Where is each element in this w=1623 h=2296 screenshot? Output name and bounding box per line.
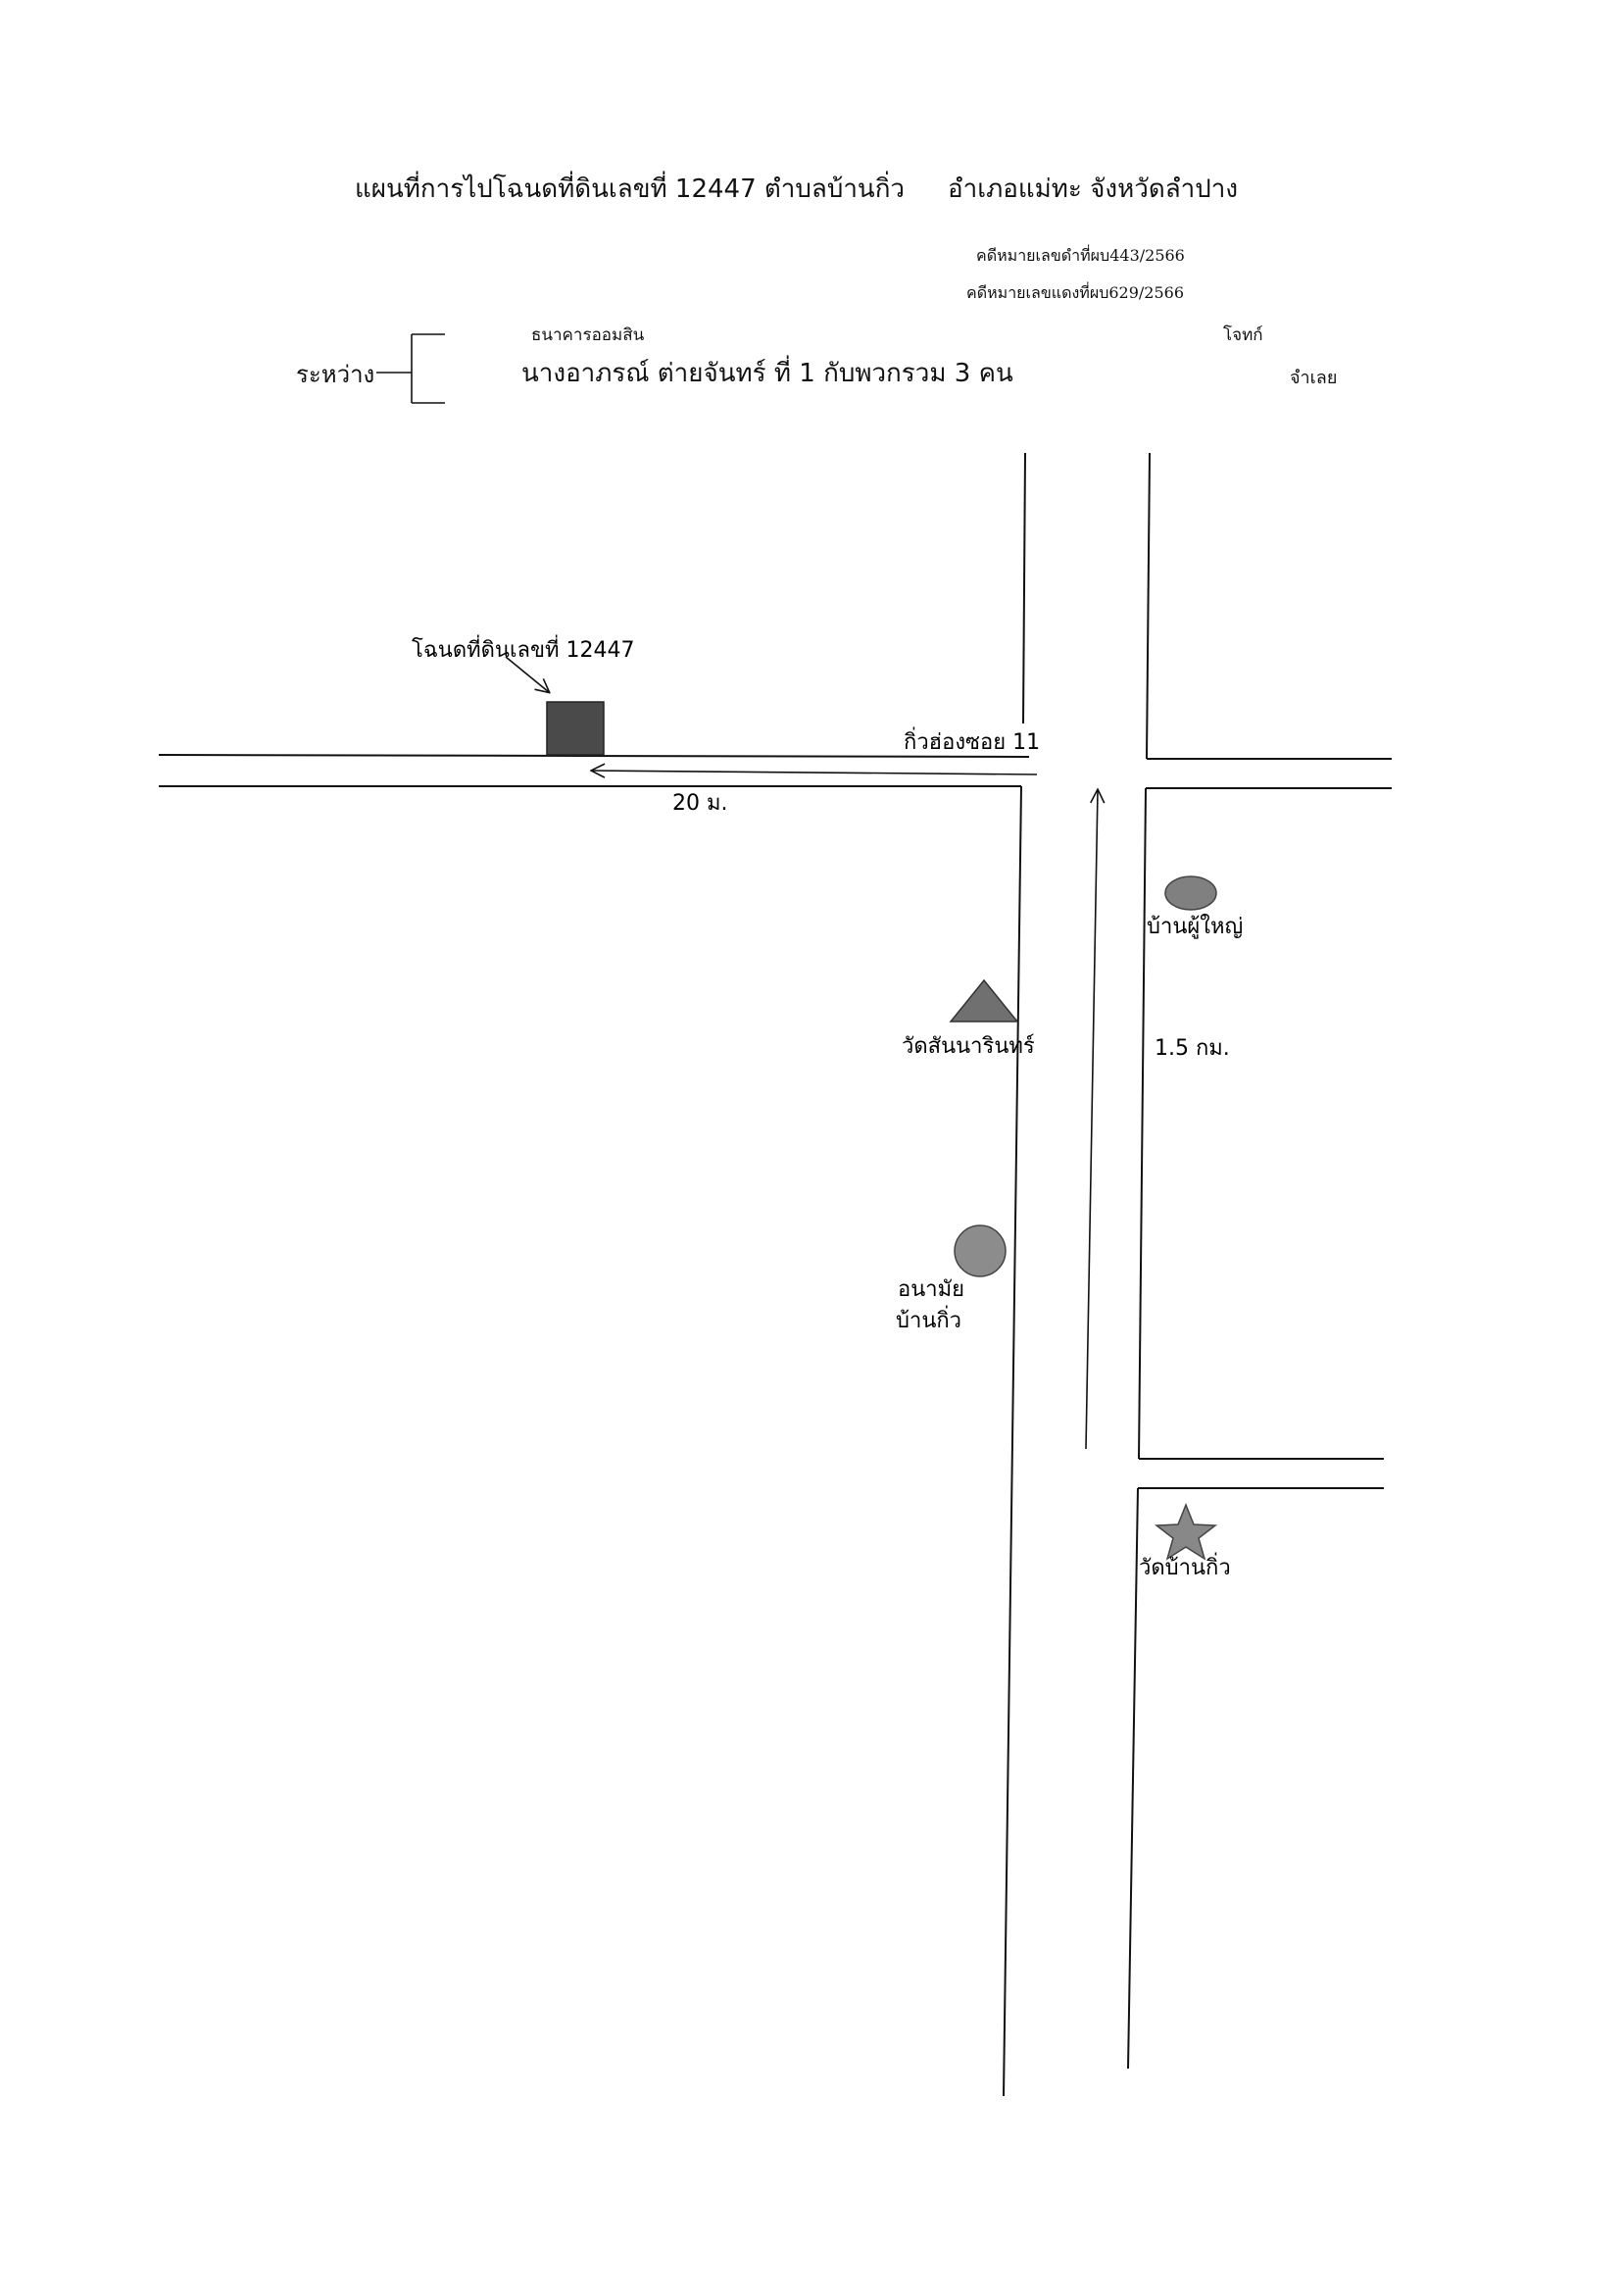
headman-house-label: บ้านผู้ใหญ่ (1147, 914, 1243, 939)
between-label: ระหว่าง (296, 361, 375, 388)
temple-ban-kiw-star-icon (1154, 1502, 1218, 1561)
land-title-label: โฉนดที่ดินเลขที่ 12447 (412, 634, 634, 663)
title-part-location: แผนที่การไปโฉนดที่ดินเลขที่ 12447 ตำบลบ้… (355, 175, 906, 204)
plaintiff-role: โจทก์ (1223, 325, 1263, 345)
temple-san-narin-marker (949, 978, 1019, 1023)
land-parcel-marker (546, 701, 605, 756)
distance-20m-label: 20 ม. (672, 791, 727, 816)
health-center-marker (954, 1224, 1007, 1277)
main-road (1003, 452, 1151, 2097)
health-center-label-line1: อนามัย (898, 1277, 964, 1302)
health-center-label-line2: บ้านกิ่ว (896, 1305, 961, 1333)
temple-ban-kiw-label: วัดบ้านกิ่ว (1139, 1552, 1231, 1580)
soi-11-label: กิ่วฮ่องซอย 11 (904, 726, 1040, 755)
headman-house-marker (1164, 875, 1217, 911)
black-case-number: คดีหมายเลขดำที่ผบ443/2566 (976, 246, 1185, 265)
temple-san-narin-label: วัดสันนารินทร์ (902, 1034, 1035, 1059)
document-title: แผนที่การไปโฉนดที่ดินเลขที่ 12447 ตำบลบ้… (355, 176, 1281, 202)
distance-1-5km-label: 1.5 กม. (1155, 1036, 1230, 1061)
east-side-road (1146, 758, 1392, 789)
label-pointer-arrow (505, 656, 549, 692)
plaintiff-name: ธนาคารออมสิน (531, 325, 645, 345)
red-case-number: คดีหมายเลขแดงที่ผบ629/2566 (966, 283, 1184, 302)
soi-11-road (158, 754, 1030, 787)
defendant-name: นางอาภรณ์ ต่ายจันทร์ ที่ 1 กับพวกรวม 3 ค… (521, 359, 1013, 388)
party-bracket (376, 333, 445, 404)
route-arrow-north (1085, 790, 1098, 1450)
route-arrow-west (592, 771, 1038, 774)
title-part-district: อำเภอแม่ทะ จังหวัดลำปาง (948, 175, 1239, 204)
defendant-role: จำเลย (1290, 368, 1338, 388)
wat-ban-kiw-road (1138, 1458, 1384, 1489)
